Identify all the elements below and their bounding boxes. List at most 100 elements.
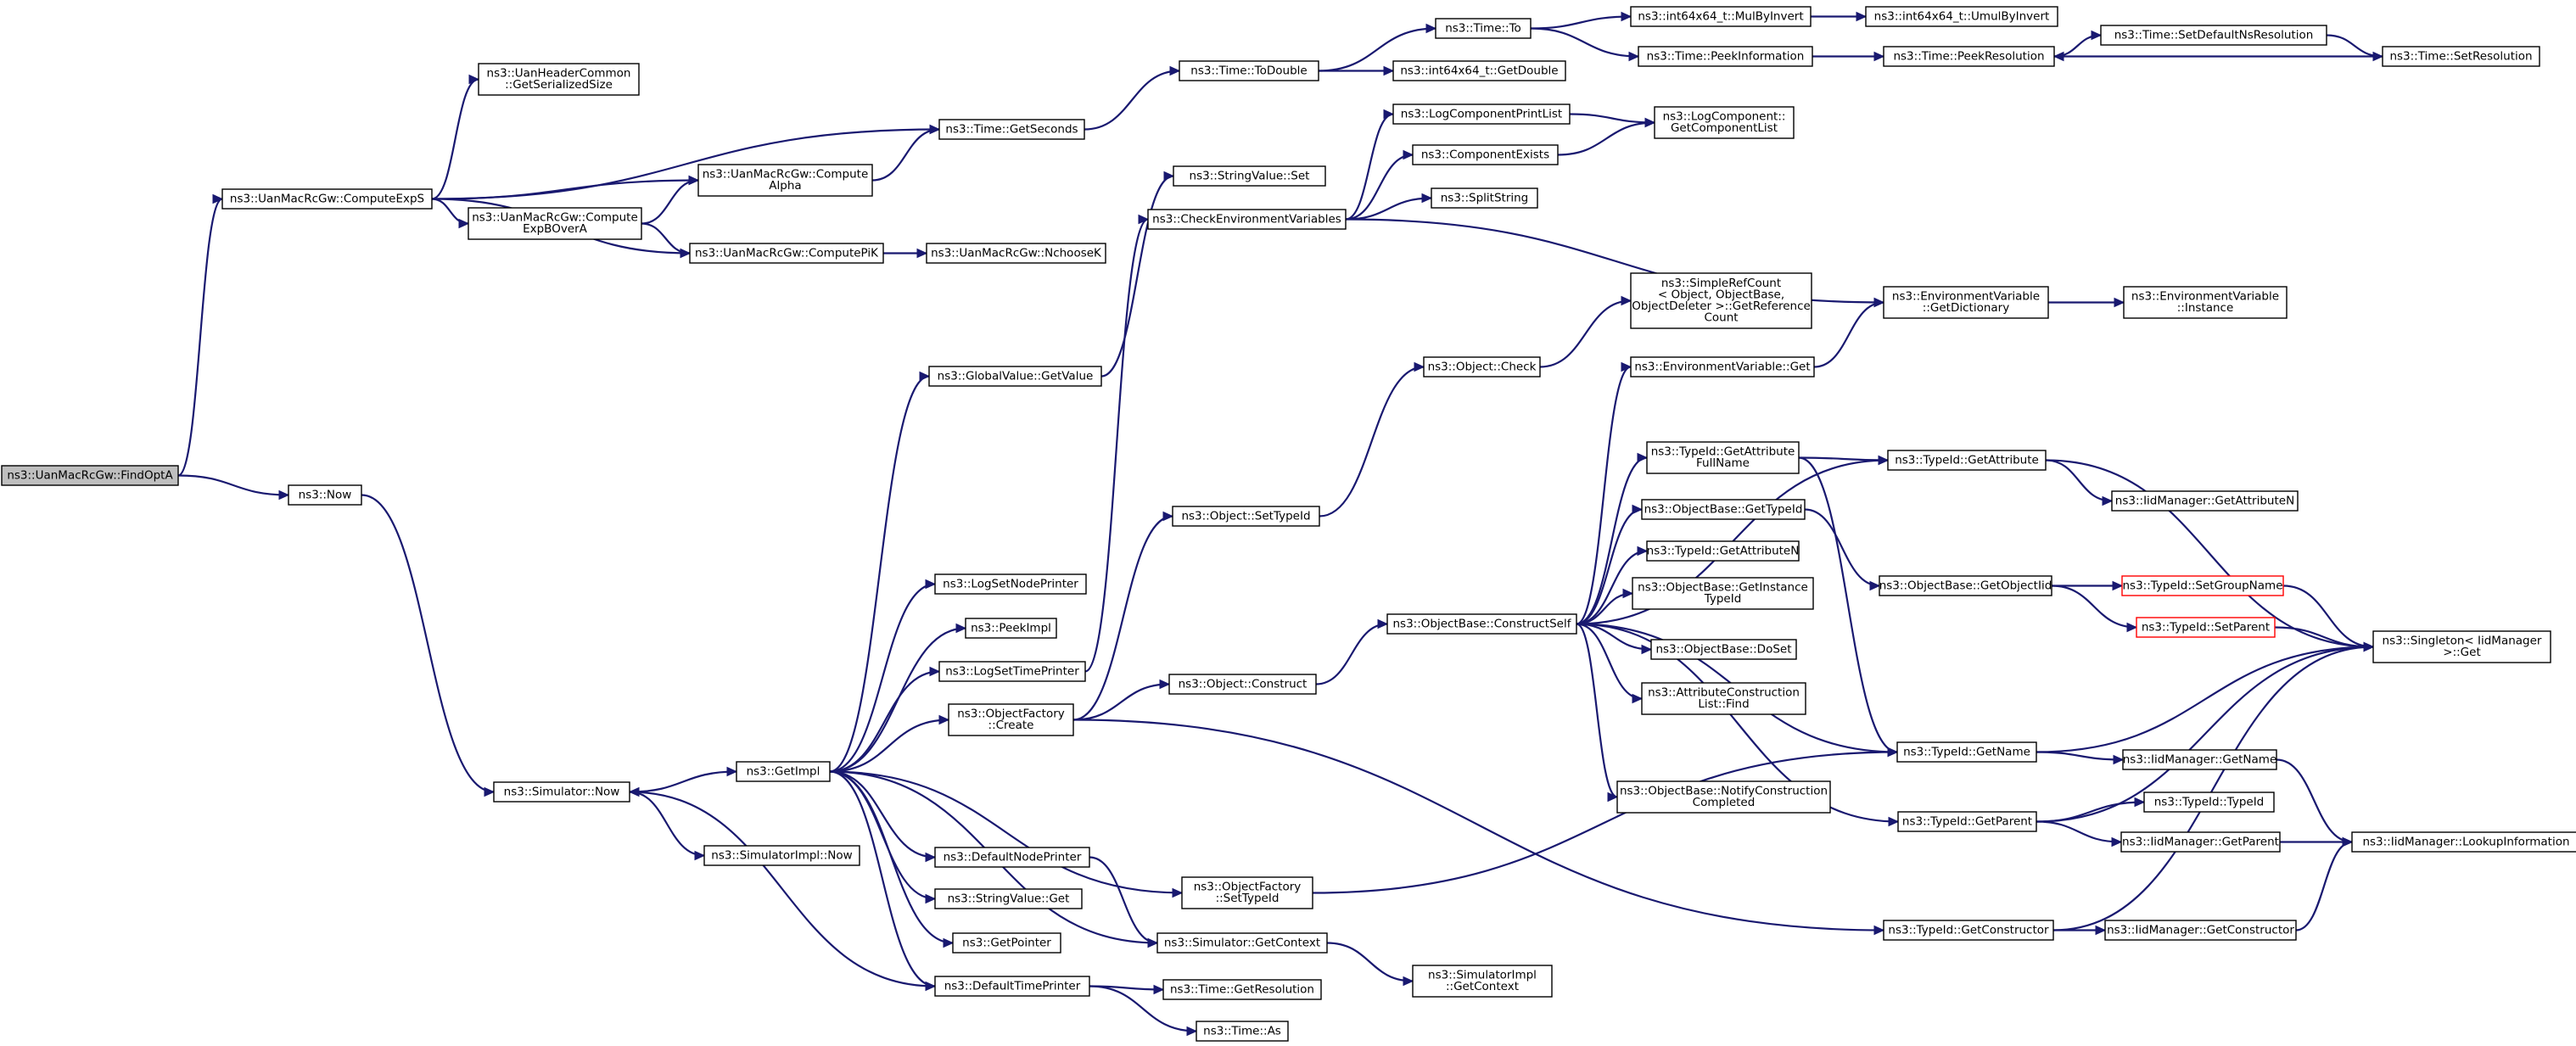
node-objfactorycreate[interactable]: ns3::ObjectFactory::Create <box>948 703 1074 736</box>
node-box[interactable] <box>288 484 362 506</box>
node-box[interactable] <box>1179 60 1319 81</box>
node-int64getdouble[interactable]: ns3::int64x64_t::GetDouble <box>1392 60 1566 81</box>
node-box[interactable] <box>1646 540 1800 562</box>
node-box[interactable] <box>1386 613 1577 635</box>
node-box[interactable] <box>928 366 1102 387</box>
node-iidgetparent[interactable]: ns3::IidManager::GetParent <box>2120 831 2281 853</box>
node-typeidgetname[interactable]: ns3::TypeId::GetName <box>1896 741 2037 763</box>
node-nchoosek[interactable]: ns3::UanMacRcGw::NchooseK <box>926 243 1106 264</box>
node-box[interactable] <box>703 845 860 866</box>
node-box[interactable] <box>1638 46 1813 67</box>
node-compexists[interactable]: ns3::ComponentExists <box>1412 144 1559 165</box>
node-stringvalueset[interactable]: ns3::StringValue::Set <box>1173 165 1326 187</box>
node-simulatornow[interactable]: ns3::Simulator::Now <box>493 781 630 803</box>
node-typeidgetconstructor[interactable]: ns3::TypeId::GetConstructor <box>1883 920 2054 941</box>
node-simgetcontext[interactable]: ns3::Simulator::GetContext <box>1156 932 1328 954</box>
node-umulbyinvert[interactable]: ns3::int64x64_t::UmulByInvert <box>1865 6 2058 27</box>
node-singletonget[interactable]: ns3::Singleton< IidManager>::Get <box>2372 630 2551 663</box>
node-doset[interactable]: ns3::ObjectBase::DoSet <box>1650 639 1797 660</box>
node-splitstring[interactable]: ns3::SplitString <box>1431 187 1538 209</box>
node-box[interactable] <box>934 888 1083 909</box>
node-objectsettypeid[interactable]: ns3::Object::SetTypeId <box>1172 506 1320 527</box>
node-box[interactable] <box>934 847 1090 868</box>
node-box[interactable] <box>1412 965 1553 998</box>
node-box[interactable] <box>2136 617 2276 638</box>
node-getseconds[interactable]: ns3::Time::GetSeconds <box>938 119 1085 140</box>
node-findopt[interactable]: ns3::UanMacRcGw::FindOptA <box>1 465 179 486</box>
node-box[interactable] <box>468 207 642 240</box>
node-defaulttimeprinter[interactable]: ns3::DefaultTimePrinter <box>934 976 1090 997</box>
node-box[interactable] <box>938 661 1086 682</box>
node-setparent[interactable]: ns3::TypeId::SetParent <box>2136 617 2276 638</box>
node-box[interactable] <box>1392 103 1571 125</box>
node-box[interactable] <box>689 243 884 264</box>
node-box[interactable] <box>2104 920 2297 941</box>
node-box[interactable] <box>2120 831 2281 853</box>
node-box[interactable] <box>1887 450 2047 471</box>
node-box[interactable] <box>934 573 1087 595</box>
node-box[interactable] <box>2121 575 2284 596</box>
node-globalgetvalue[interactable]: ns3::GlobalValue::GetValue <box>928 366 1102 387</box>
node-box[interactable] <box>1879 575 2052 596</box>
node-box[interactable] <box>1897 811 2037 832</box>
node-box[interactable] <box>2351 831 2576 853</box>
node-lookupinfo[interactable]: ns3::IidManager::LookupInformation <box>2351 831 2576 853</box>
node-box[interactable] <box>1883 920 2054 941</box>
node-typeidgetattr[interactable]: ns3::TypeId::GetAttribute <box>1887 450 2047 471</box>
node-box[interactable] <box>478 63 640 96</box>
node-box[interactable] <box>1896 741 2037 763</box>
node-box[interactable] <box>2122 749 2277 770</box>
node-box[interactable] <box>1630 6 1812 27</box>
node-peekres[interactable]: ns3::Time::PeekResolution <box>1883 46 2055 67</box>
node-box[interactable] <box>1650 639 1797 660</box>
node-box[interactable] <box>2143 791 2275 813</box>
node-defaultnodeprinter[interactable]: ns3::DefaultNodePrinter <box>934 847 1090 868</box>
node-typeidgetattrn[interactable]: ns3::TypeId::GetAttributeN <box>1646 540 1800 562</box>
node-objbasegettypeid[interactable]: ns3::ObjectBase::GetTypeId <box>1641 499 1806 520</box>
node-box[interactable] <box>1641 682 1806 715</box>
node-box[interactable] <box>1435 18 1532 39</box>
node-timegetresolution[interactable]: ns3::Time::GetResolution <box>1162 979 1322 1000</box>
node-timeas[interactable]: ns3::Time::As <box>1196 1021 1289 1042</box>
node-box[interactable] <box>1173 165 1326 187</box>
node-checkenv[interactable]: ns3::CheckEnvironmentVariables <box>1147 209 1347 230</box>
node-uanheader[interactable]: ns3::UanHeaderCommon::GetSerializedSize <box>478 63 640 96</box>
node-mulbyinvert[interactable]: ns3::int64x64_t::MulByInvert <box>1630 6 1812 27</box>
node-box[interactable] <box>1883 46 2055 67</box>
node-box[interactable] <box>1172 506 1320 527</box>
node-box[interactable] <box>1654 106 1795 139</box>
node-box[interactable] <box>1423 356 1541 378</box>
node-logsetnodeprinter[interactable]: ns3::LogSetNodePrinter <box>934 573 1087 595</box>
node-iidgetconstructor[interactable]: ns3::IidManager::GetConstructor <box>2104 920 2297 941</box>
node-logsettimeprinter[interactable]: ns3::LogSetTimePrinter <box>938 661 1086 682</box>
node-box[interactable] <box>1632 577 1814 610</box>
node-box[interactable] <box>1646 441 1800 474</box>
node-box[interactable] <box>221 188 433 210</box>
node-objectcheck[interactable]: ns3::Object::Check <box>1423 356 1541 378</box>
node-simimplgetcontext[interactable]: ns3::SimulatorImpl::GetContext <box>1412 965 1553 998</box>
node-setres[interactable]: ns3::Time::SetResolution <box>2382 46 2540 67</box>
node-iidgetattrn[interactable]: ns3::IidManager::GetAttributeN <box>2111 490 2299 512</box>
node-peekinfo[interactable]: ns3::Time::PeekInformation <box>1638 46 1813 67</box>
node-simimplnow[interactable]: ns3::SimulatorImpl::Now <box>703 845 860 866</box>
node-computeexps[interactable]: ns3::UanMacRcGw::ComputeExpS <box>221 188 433 210</box>
node-setdefaultns[interactable]: ns3::Time::SetDefaultNsResolution <box>2100 25 2327 46</box>
node-box[interactable] <box>736 761 831 782</box>
node-box[interactable] <box>965 618 1057 639</box>
node-box[interactable] <box>1431 187 1538 209</box>
node-iidgetname[interactable]: ns3::IidManager::GetName <box>2122 749 2277 770</box>
node-stringvalueget[interactable]: ns3::StringValue::Get <box>934 888 1083 909</box>
node-envget[interactable]: ns3::EnvironmentVariable::Get <box>1630 356 1815 378</box>
node-box[interactable] <box>2111 490 2299 512</box>
node-simplerefcount[interactable]: ns3::SimpleRefCount< Object, ObjectBase,… <box>1630 272 1812 329</box>
node-now[interactable]: ns3::Now <box>288 484 362 506</box>
node-box[interactable] <box>1 465 179 486</box>
node-typeidgetparent[interactable]: ns3::TypeId::GetParent <box>1897 811 2037 832</box>
node-getobjectiid[interactable]: ns3::ObjectBase::GetObjectIid <box>1879 575 2052 596</box>
node-notifyconstruction[interactable]: ns3::ObjectBase::NotifyConstructionCompl… <box>1616 780 1831 814</box>
node-timeto[interactable]: ns3::Time::To <box>1435 18 1532 39</box>
